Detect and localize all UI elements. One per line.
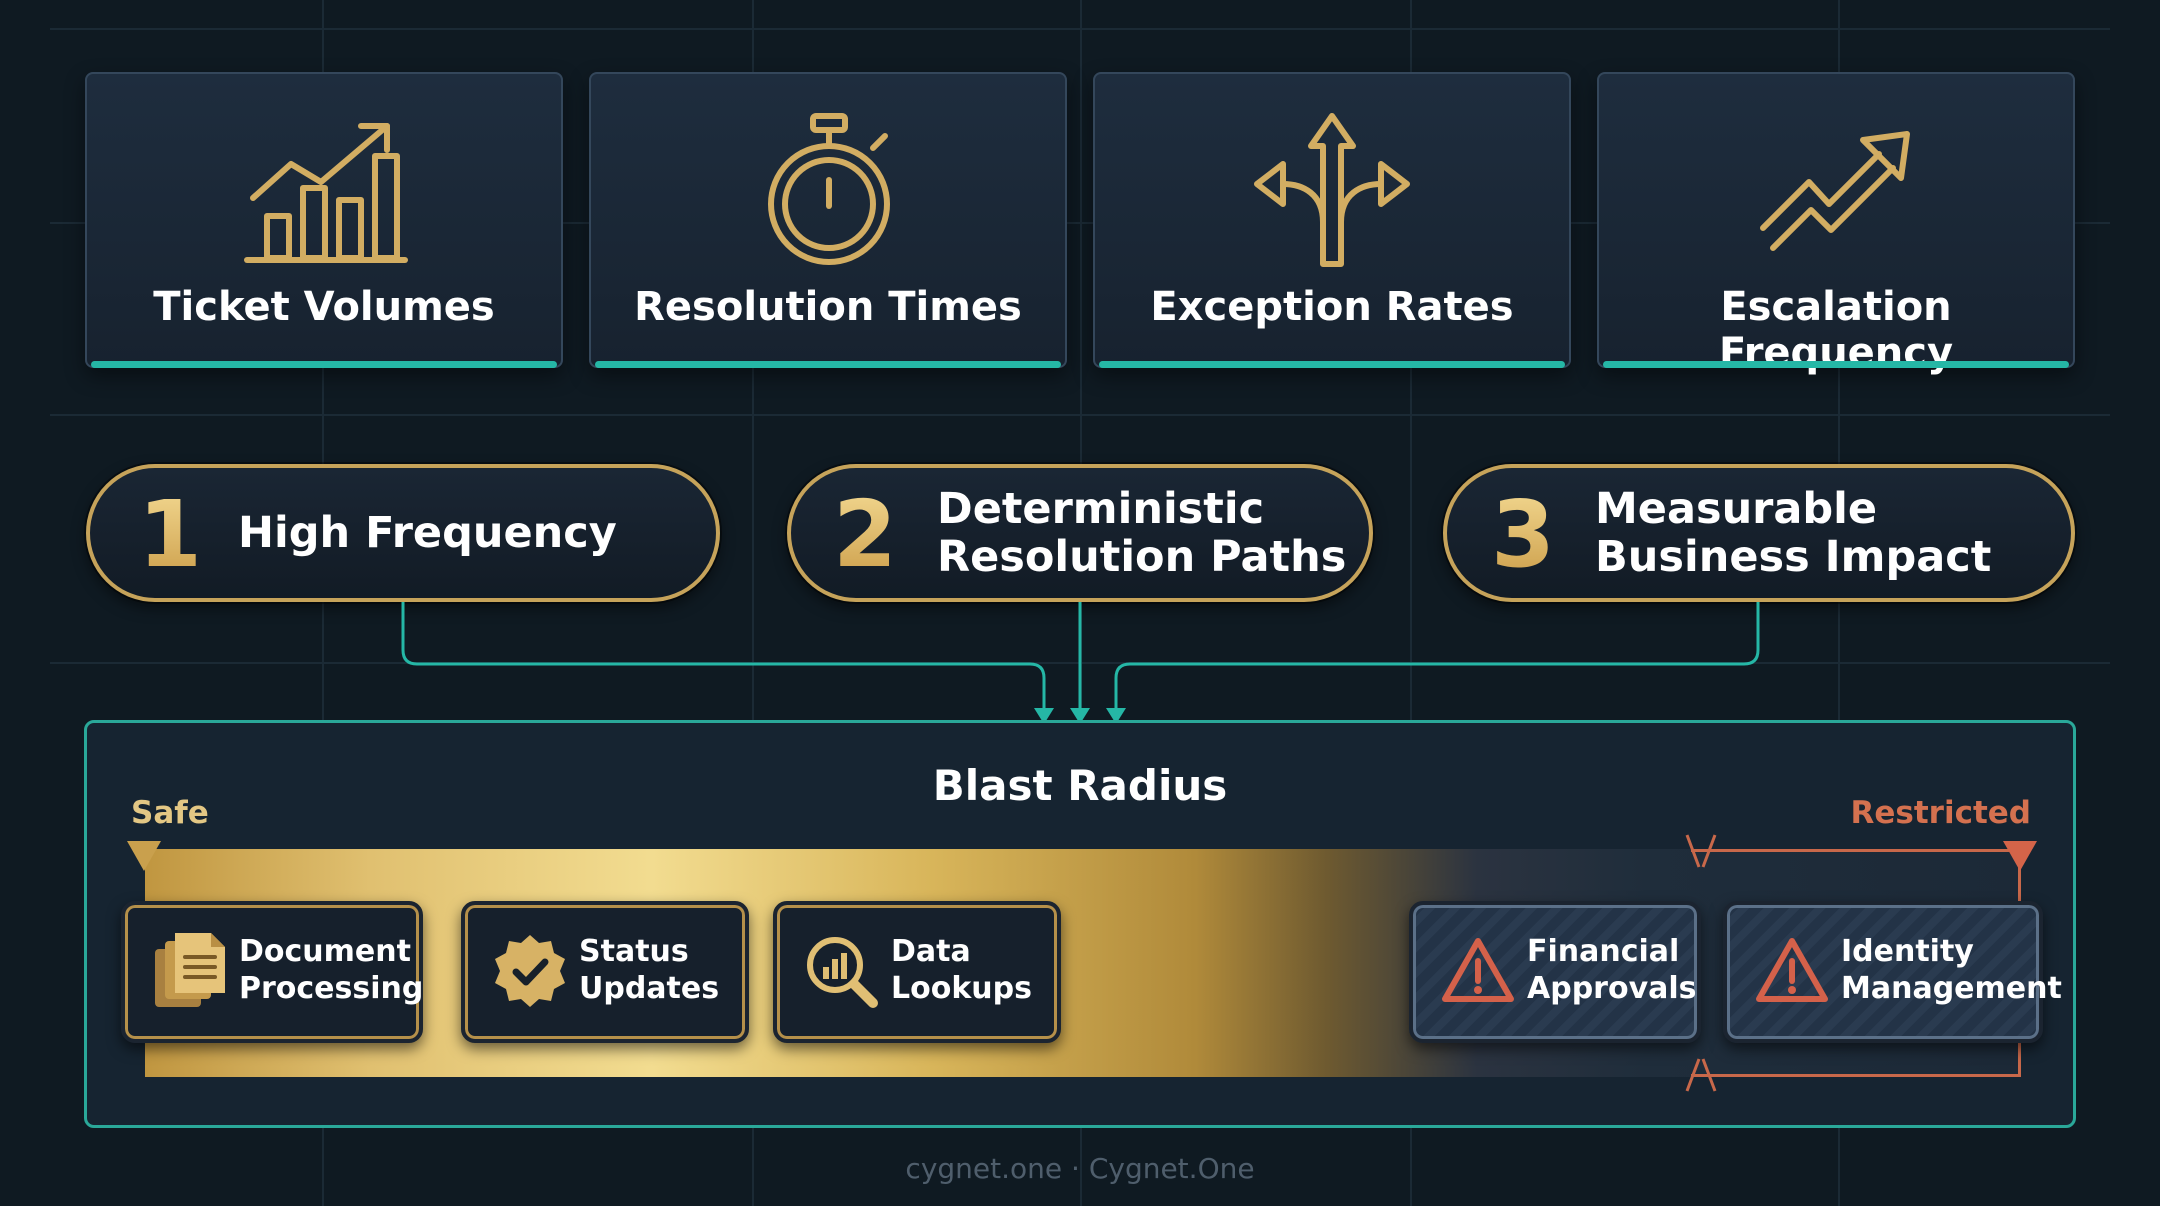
item-line: Financial bbox=[1527, 934, 1680, 969]
item-label: Identity Management bbox=[1841, 933, 2062, 1007]
metric-label: Exception Rates bbox=[1150, 284, 1514, 330]
item-label: Data Lookups bbox=[891, 933, 1032, 1007]
safe-marker-icon bbox=[127, 841, 161, 871]
grid-line bbox=[50, 222, 2110, 224]
restricted-marker-icon bbox=[2003, 841, 2037, 871]
criterion-number: 1 bbox=[138, 481, 203, 588]
grid-line bbox=[50, 414, 2110, 416]
magnifier-chart-icon bbox=[807, 937, 878, 1008]
metric-card-resolution-times: Resolution Times bbox=[589, 72, 1067, 368]
criterion-line: High Frequency bbox=[238, 508, 617, 558]
criterion-label: Deterministic Resolution Paths bbox=[937, 485, 1346, 581]
document-stack-icon bbox=[155, 933, 225, 1007]
grid-line bbox=[1410, 0, 1412, 1206]
item-line: Approvals bbox=[1527, 971, 1697, 1006]
metric-label: Escalation Frequency bbox=[1718, 284, 1954, 376]
restricted-label: Restricted bbox=[1850, 795, 2032, 831]
bar-chart-growth-icon bbox=[244, 123, 408, 263]
criterion-line: Deterministic bbox=[937, 484, 1265, 534]
item-line: Data bbox=[891, 934, 971, 969]
card-accent bbox=[1603, 361, 2069, 368]
warning-triangle-icon bbox=[1756, 938, 1828, 1002]
criterion-number: 3 bbox=[1491, 481, 1556, 588]
grid-line bbox=[50, 28, 2110, 30]
item-label: Document Processing bbox=[239, 933, 423, 1007]
metric-card-escalation-frequency: Escalation Frequency bbox=[1597, 72, 2075, 376]
blast-item-identity-management: Identity Management bbox=[1723, 901, 2062, 1043]
blast-radius-panel: Blast Radius Safe Restricted Document Pr… bbox=[84, 720, 2076, 1128]
warning-triangle-icon bbox=[1442, 938, 1514, 1002]
safe-label: Safe bbox=[131, 795, 209, 831]
footer-credit: cygnet.one · Cygnet.One bbox=[905, 1152, 1255, 1185]
metric-card-ticket-volumes: Ticket Volumes bbox=[85, 72, 563, 368]
metric-label: Resolution Times bbox=[634, 284, 1022, 330]
criterion-line: Business Impact bbox=[1595, 532, 1992, 582]
criterion-label: High Frequency bbox=[238, 509, 617, 557]
blast-item-financial-approvals: Financial Approvals bbox=[1409, 901, 1701, 1043]
metric-label: Ticket Volumes bbox=[153, 284, 495, 330]
grid-line bbox=[322, 0, 324, 1206]
item-label: Financial Approvals bbox=[1527, 933, 1697, 1007]
stopwatch-icon bbox=[768, 113, 890, 265]
check-badge-icon bbox=[495, 935, 565, 1007]
criterion-label: Measurable Business Impact bbox=[1595, 485, 1991, 581]
item-line: Processing bbox=[239, 971, 424, 1006]
item-line: Updates bbox=[579, 971, 720, 1006]
criterion-pill-high-frequency: 1 High Frequency bbox=[86, 464, 720, 602]
item-label: Status Updates bbox=[579, 933, 719, 1007]
item-line: Status bbox=[579, 934, 689, 969]
item-line: Management bbox=[1841, 971, 2062, 1006]
criterion-number: 2 bbox=[833, 481, 898, 588]
item-line: Lookups bbox=[891, 971, 1032, 1006]
risk-gradient-bar bbox=[145, 849, 2021, 1077]
metric-card-exception-rates: Exception Rates bbox=[1093, 72, 1571, 368]
diverging-arrows-icon bbox=[1254, 113, 1410, 267]
grid-line bbox=[752, 0, 754, 1206]
criterion-line: Resolution Paths bbox=[937, 532, 1347, 582]
panel-title: Blast Radius bbox=[932, 761, 1228, 810]
grid-line bbox=[1838, 0, 1840, 1206]
card-accent bbox=[595, 361, 1061, 368]
blast-item-status-updates: Status Updates bbox=[461, 901, 749, 1043]
criterion-pill-deterministic: 2 Deterministic Resolution Paths bbox=[787, 464, 1373, 602]
criterion-pill-business-impact: 3 Measurable Business Impact bbox=[1443, 464, 2075, 602]
blast-item-data-lookups: Data Lookups bbox=[773, 901, 1061, 1043]
card-accent bbox=[1099, 361, 1565, 368]
item-line: Identity bbox=[1841, 934, 1974, 969]
zone-break-marks bbox=[1685, 834, 1717, 1092]
item-line: Document bbox=[239, 934, 411, 969]
blast-item-document-processing: Document Processing bbox=[121, 901, 423, 1043]
card-accent bbox=[91, 361, 557, 368]
trend-up-arrow-icon bbox=[1760, 131, 1910, 251]
criterion-line: Measurable bbox=[1595, 484, 1878, 534]
